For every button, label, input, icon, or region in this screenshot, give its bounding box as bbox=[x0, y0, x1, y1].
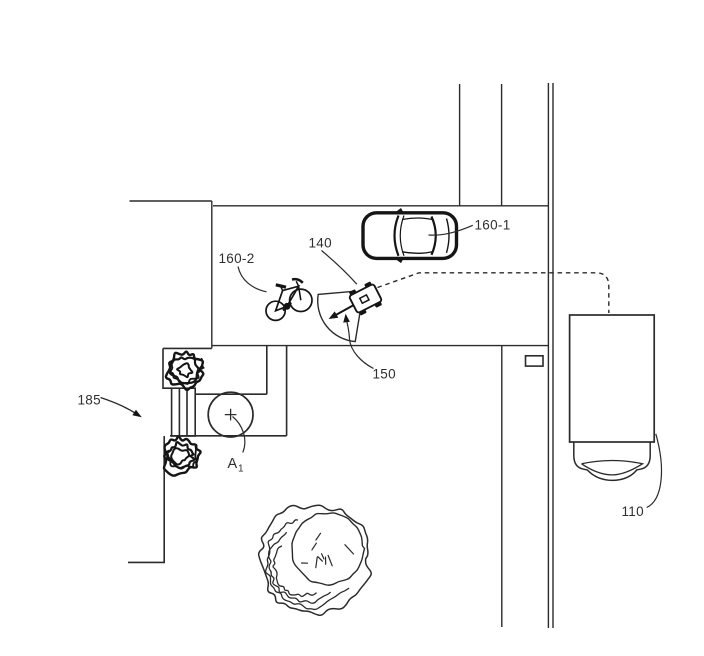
leader-line-150 bbox=[346, 320, 374, 370]
bush-icon bbox=[162, 435, 202, 477]
bush-core bbox=[170, 447, 190, 466]
truck-icon bbox=[568, 314, 656, 482]
leader-line-185 bbox=[100, 396, 137, 415]
bicycle-pedal bbox=[282, 301, 292, 312]
bicycle-seat bbox=[275, 283, 287, 289]
waypoint-circle bbox=[207, 391, 254, 438]
structure-steps bbox=[170, 387, 197, 437]
waypoint-ring bbox=[207, 391, 254, 438]
label-car: 160-1 bbox=[475, 218, 511, 233]
waypoint-cross-icon bbox=[224, 408, 237, 421]
leader-line-a1 bbox=[232, 416, 246, 453]
bush-swirl bbox=[166, 445, 198, 470]
tree-contour bbox=[272, 545, 317, 598]
truck-cab bbox=[573, 442, 651, 482]
trajectory-dashed-line bbox=[377, 272, 610, 313]
label-waypoint-subscript: 1 bbox=[238, 464, 244, 475]
car-windshield-inner bbox=[399, 215, 405, 257]
tree-texture-dash bbox=[327, 554, 333, 567]
robot-body bbox=[348, 283, 383, 314]
tree-outline bbox=[257, 504, 372, 617]
leader-line-140 bbox=[321, 250, 358, 285]
label-structure: 185 bbox=[78, 393, 101, 408]
tree-texture-dash bbox=[317, 556, 323, 562]
robot-sensor bbox=[358, 293, 371, 305]
road-marker-rect bbox=[524, 354, 544, 367]
car-windshield bbox=[393, 215, 400, 257]
label-truck: 110 bbox=[622, 504, 644, 519]
pickup-structure-outline bbox=[128, 345, 288, 564]
bicycle-stem bbox=[295, 280, 300, 287]
bush-core bbox=[176, 362, 194, 379]
bicycle-icon bbox=[265, 277, 313, 322]
label-heading-arrow: 150 bbox=[373, 367, 396, 382]
tree-texture-dash bbox=[344, 544, 355, 555]
bush-outline bbox=[162, 435, 202, 477]
annotation-185 bbox=[100, 396, 142, 418]
heading-arrowhead bbox=[328, 311, 339, 319]
tree-icon bbox=[257, 504, 372, 617]
tree-inner-crown bbox=[291, 512, 366, 586]
leader-arrowhead-150 bbox=[343, 313, 350, 323]
delivery-robot-icon bbox=[348, 281, 383, 316]
label-robot: 140 bbox=[309, 236, 332, 251]
structure-lower-left-edge bbox=[128, 436, 165, 564]
leader-line-160-2 bbox=[237, 266, 267, 293]
car-body bbox=[361, 211, 459, 261]
car-mirror-bottom bbox=[395, 258, 403, 264]
bicycle-handlebar bbox=[291, 277, 304, 284]
tree-contour bbox=[264, 519, 350, 611]
tree-contour bbox=[267, 531, 331, 604]
tree-texture-dash bbox=[315, 556, 318, 569]
car-roof-rail-top bbox=[401, 217, 434, 221]
car-trunk-line bbox=[445, 218, 450, 253]
tree-texture-dash bbox=[311, 542, 317, 551]
bush-outline bbox=[164, 350, 205, 392]
tree-texture-dash bbox=[321, 553, 325, 560]
leader-150 bbox=[343, 313, 374, 370]
bush-icon bbox=[164, 350, 205, 392]
leader-arrowhead-185 bbox=[132, 409, 142, 418]
fov-sector bbox=[317, 290, 362, 343]
bush-inner bbox=[168, 356, 200, 385]
bicycle-rear-wheel bbox=[265, 300, 287, 322]
leader-line-160-1 bbox=[428, 224, 474, 236]
bush-swirl bbox=[169, 357, 204, 385]
truck-box bbox=[568, 314, 656, 443]
structure-left-edge bbox=[162, 348, 172, 389]
leader-line-110 bbox=[646, 433, 663, 509]
label-waypoint-letter: A bbox=[228, 456, 238, 472]
label-bicycle: 160-2 bbox=[219, 251, 255, 266]
tree-texture-dash bbox=[315, 532, 322, 541]
road-lines bbox=[129, 83, 554, 628]
truck-windshield bbox=[581, 459, 645, 476]
car-mirror-top bbox=[395, 208, 403, 213]
bicycle-fork bbox=[297, 286, 302, 301]
car-rear-window bbox=[430, 216, 437, 256]
car-roof-rail-bottom bbox=[401, 250, 434, 254]
car-icon bbox=[361, 208, 459, 264]
